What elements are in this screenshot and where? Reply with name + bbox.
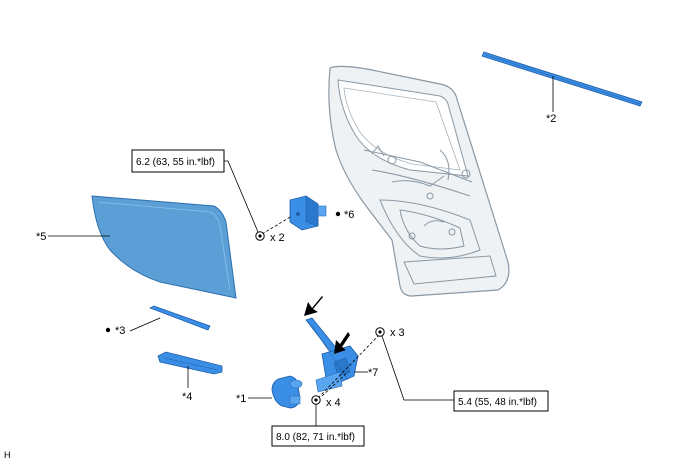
callout-c2: *2 [546, 113, 556, 125]
callout-c7: *7 [368, 367, 378, 379]
qty-bracket-bolt: x 2 [270, 232, 285, 244]
down-arrow-icon [304, 296, 323, 316]
bracket-bolt-icon [255, 231, 265, 241]
torque-box-upper [453, 390, 549, 412]
leader-torque-upper [381, 335, 454, 401]
lower-channel-strip [157, 351, 223, 375]
leader-torque-bracket [224, 160, 259, 233]
callout-c4: *4 [182, 391, 192, 403]
callout-c1: *1 [236, 393, 246, 405]
door-glass [91, 195, 237, 299]
c3-marker-dot [105, 327, 111, 333]
bracket-bolt-axis [261, 215, 293, 235]
torque-regulator-upper: 5.4 (55, 48 in.*lbf) [458, 397, 537, 408]
callout-c5: *5 [36, 231, 46, 243]
illustration-code: H [4, 450, 11, 460]
callout-c6: *6 [344, 209, 354, 221]
leader-c3 [129, 317, 161, 332]
regulator-motor [271, 375, 303, 409]
belt-molding-strip [481, 51, 643, 107]
window-regulator [305, 317, 359, 393]
torque-bracket-bolt: 6.2 (63, 55 in.*lbf) [136, 157, 215, 168]
glass-bracket [289, 195, 327, 231]
regulator-bolt-icon [311, 395, 321, 405]
down-arrow-icon [334, 332, 350, 354]
torque-regulator-lower: 8.0 (82, 71 in.*lbf) [276, 432, 355, 443]
rear-door-panel [328, 65, 510, 297]
c6-marker-dot [335, 211, 341, 217]
qty-regulator-bolt: x 4 [326, 397, 341, 409]
run-channel-strip [149, 305, 211, 331]
regulator-bolt-axis-lower [321, 371, 349, 397]
qty-regulator-nut: x 3 [390, 327, 405, 339]
regulator-nut-icon [375, 327, 385, 337]
callout-c3: *3 [115, 325, 125, 337]
torque-box-lower [271, 425, 365, 447]
